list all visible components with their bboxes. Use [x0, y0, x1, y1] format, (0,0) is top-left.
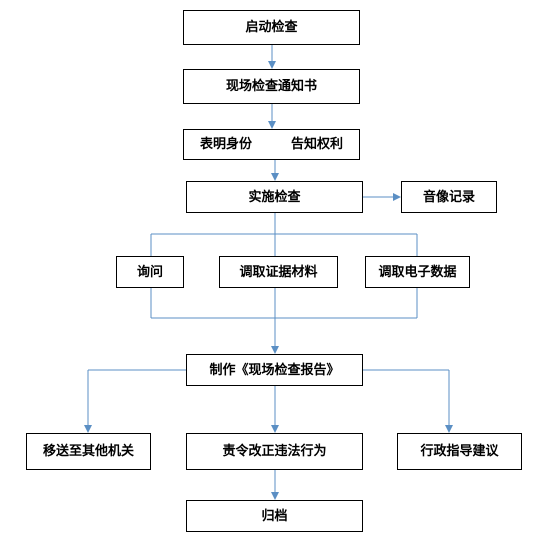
node-archive: 归档	[186, 500, 363, 532]
node-start-inspection: 启动检查	[183, 10, 360, 45]
node-make-inspection-report: 制作《现场检查报告》	[186, 354, 363, 386]
node-transfer-to-other-authority: 移送至其他机关	[26, 433, 151, 470]
node-implement-inspection: 实施检查	[186, 181, 363, 213]
node-administrative-guidance: 行政指导建议	[397, 433, 522, 470]
node-identify-and-inform-rights: 表明身份 告知权利	[183, 129, 360, 160]
node-inspection-notice: 现场检查通知书	[183, 69, 360, 104]
node-inquiry: 询问	[116, 256, 184, 288]
node-audio-video-record: 音像记录	[401, 181, 497, 213]
node-collect-electronic-data: 调取电子数据	[365, 256, 470, 288]
node-collect-evidence: 调取证据材料	[219, 256, 338, 288]
node-order-correction: 责令改正违法行为	[186, 433, 363, 470]
